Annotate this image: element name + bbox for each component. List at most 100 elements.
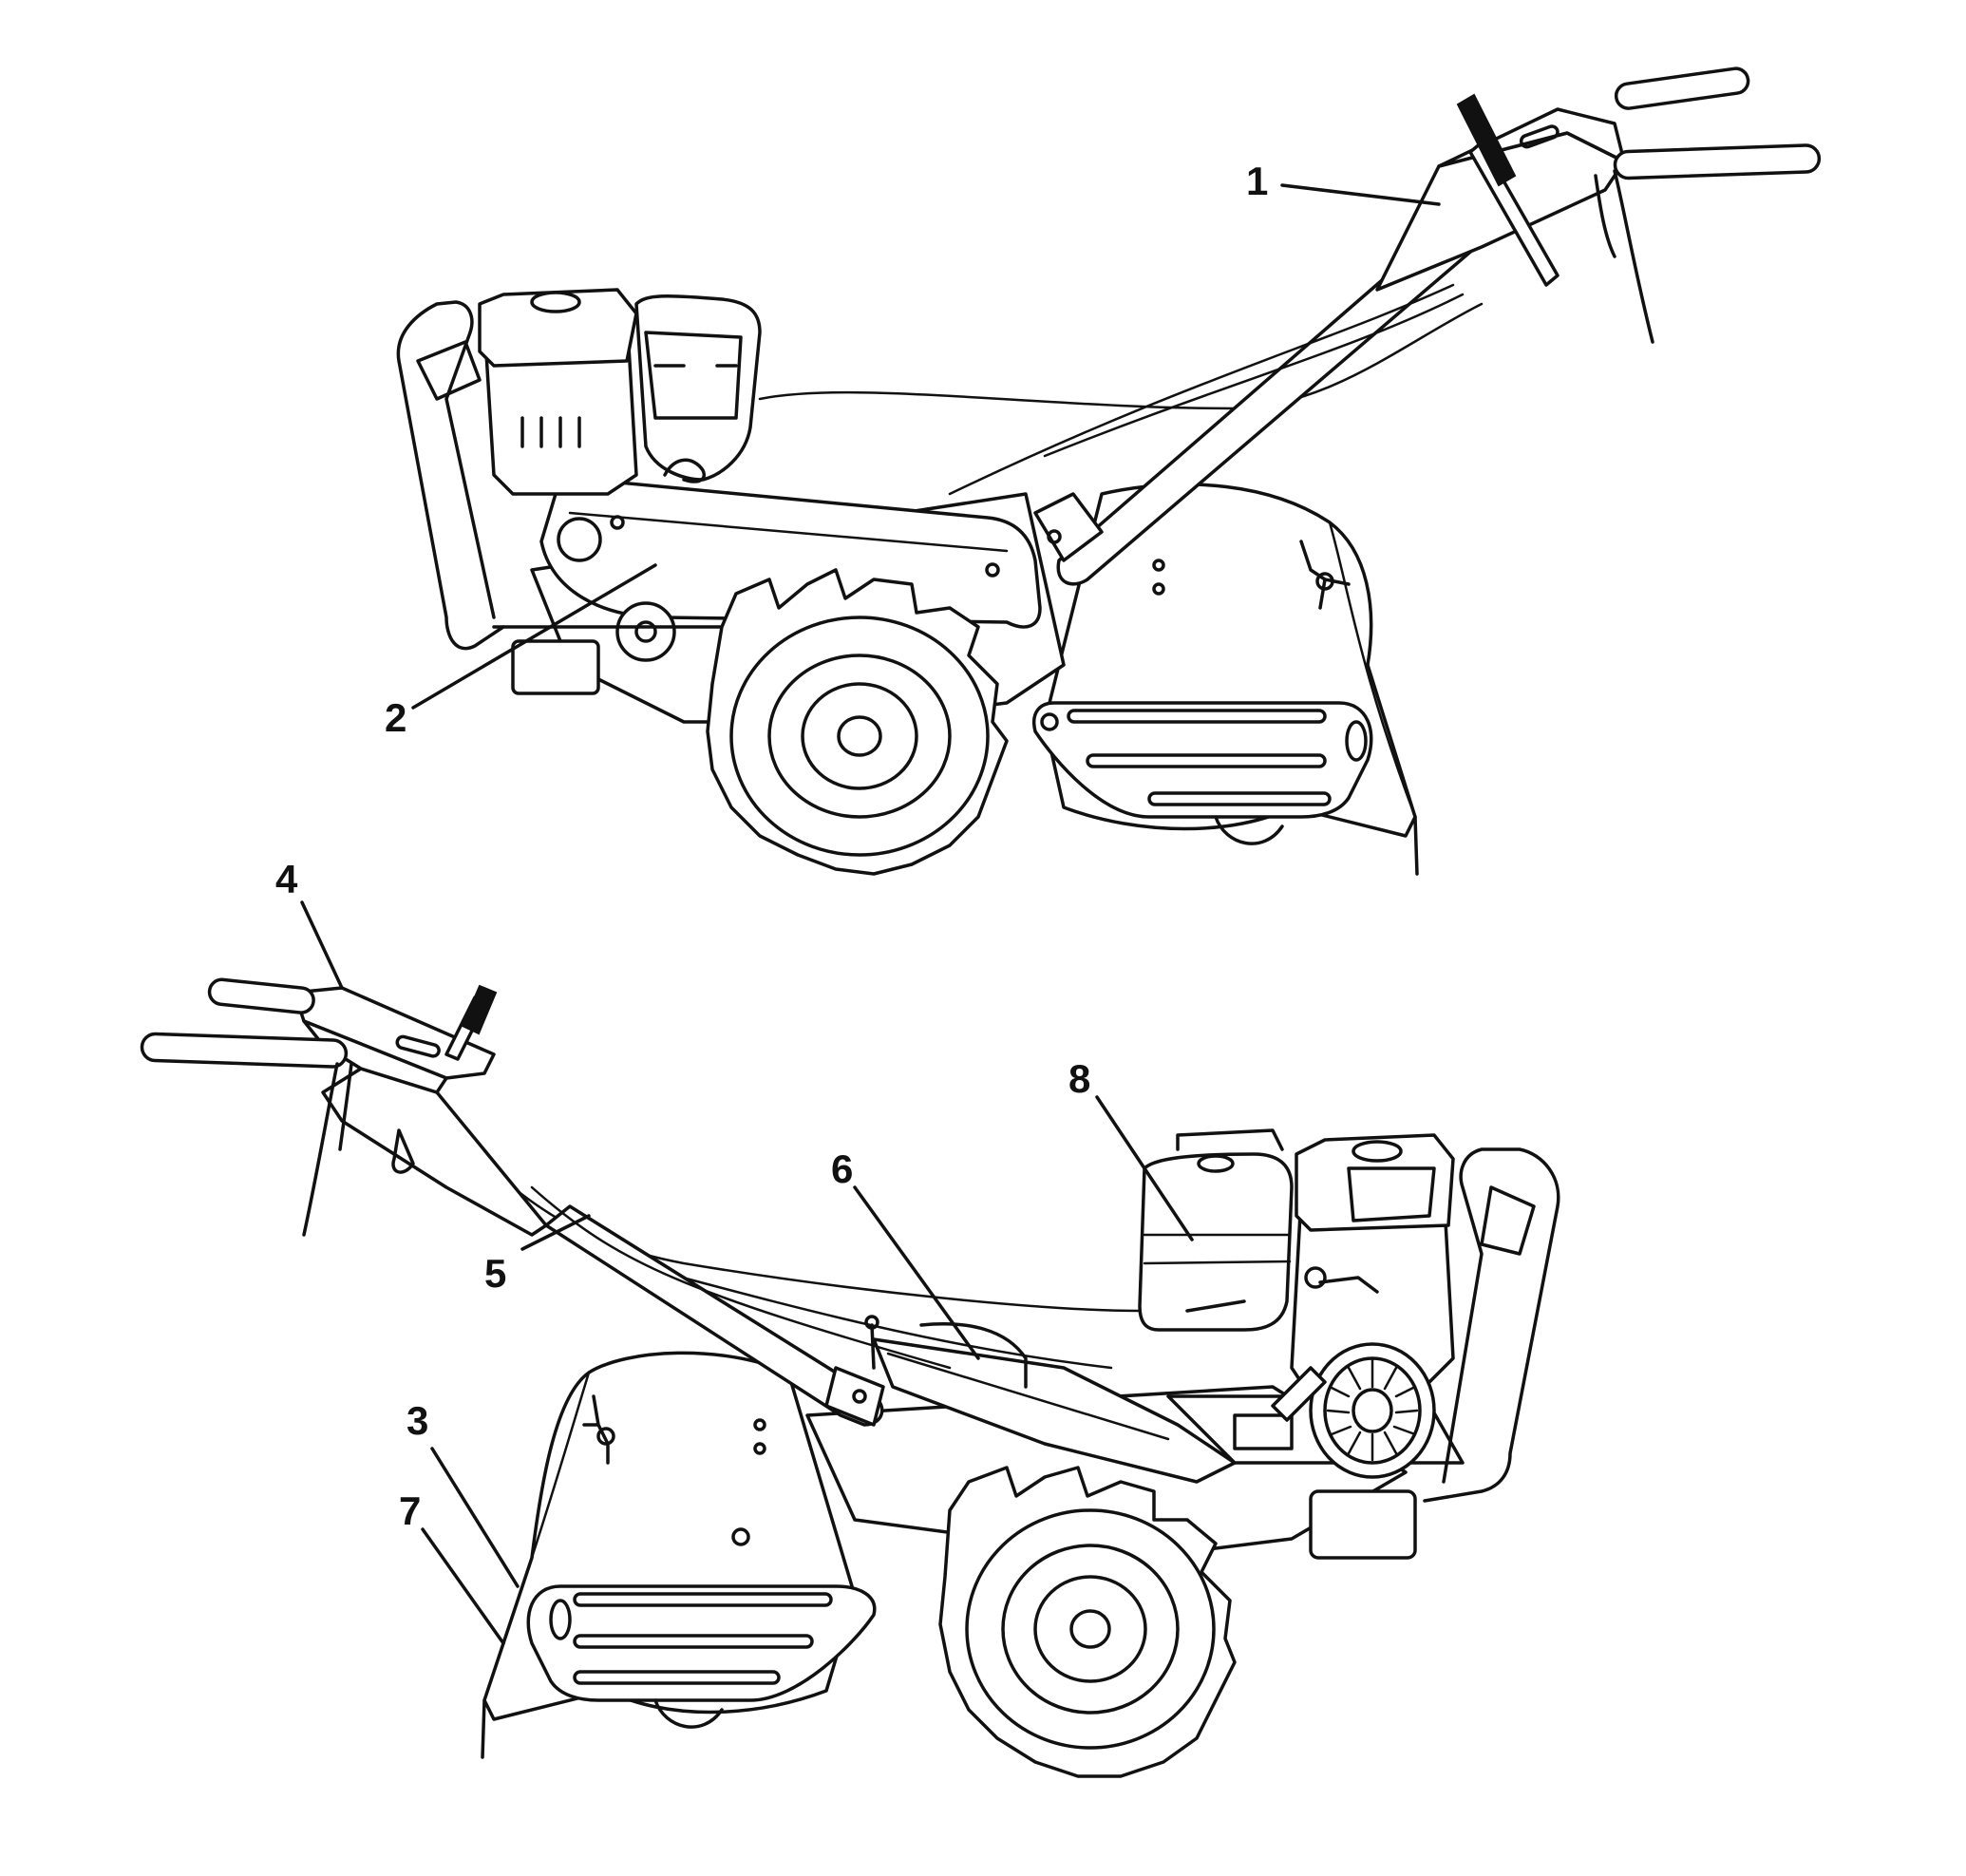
hood-latch-top: [1299, 540, 1351, 610]
leader-3: [430, 1447, 520, 1588]
depth-bar-top: [1413, 815, 1419, 876]
engine-mount-bottom: [1233, 1413, 1294, 1450]
belt-pulley-hub-top: [634, 620, 657, 643]
grip-lower-top: [1613, 143, 1822, 180]
callout-5: 5: [484, 1251, 506, 1296]
callout-4: 4: [275, 857, 298, 901]
leader-7: [421, 1527, 505, 1645]
handle-tube-lower-top: [1056, 217, 1484, 586]
grip-upper-top: [1614, 66, 1750, 110]
handle-bracket-bolt-top: [1047, 529, 1062, 544]
hood-dot1-bottom: [753, 1418, 766, 1431]
belt-cover-line-bottom: [886, 1352, 1170, 1441]
shift-knob-top: [1456, 93, 1517, 187]
engine-top-cover-bottom: [1295, 1133, 1455, 1232]
fuel-tank-bottom: [1138, 1152, 1294, 1332]
hood-latch-pin-top: [1315, 572, 1334, 591]
callout-3: 3: [406, 1398, 428, 1443]
lower-housing-top: [511, 639, 600, 695]
control-cable2-bottom: [663, 1271, 1113, 1370]
handle-cable-bottom: [530, 1185, 952, 1370]
bail-lever-top: [1594, 169, 1654, 344]
side-shield-top: [1032, 701, 1373, 819]
shift-knob-bottom: [461, 984, 498, 1035]
callout-1: 1: [1246, 159, 1268, 203]
recoil-starter-hub-bottom: [1352, 1388, 1393, 1433]
rim-inner-bottom: [1033, 1575, 1147, 1683]
tine-hood-edge-top: [1328, 521, 1417, 819]
grip-upper-bottom: [207, 977, 315, 1014]
shield-slot-1-top: [1067, 709, 1327, 724]
rim-inner-top: [801, 682, 918, 790]
fuel-tank-top: [634, 294, 762, 482]
fuel-tank-inset-top: [644, 331, 743, 420]
rear-wheel-arc-bottom: [653, 1698, 724, 1729]
shield-slot-2-bottom: [573, 1634, 814, 1649]
shield-bolt-top: [1040, 712, 1059, 731]
hood-dot1-top: [1152, 559, 1165, 572]
control-pin-head-bottom: [864, 1315, 879, 1330]
choke-lever-bottom: [1271, 1366, 1327, 1422]
tine-hood-edge-bottom: [482, 1371, 591, 1702]
handle-cable-top: [948, 283, 1455, 496]
engine-top-cover-top: [478, 288, 638, 368]
hub-bottom: [1069, 1609, 1111, 1649]
callout-7: 7: [399, 1488, 421, 1533]
depth-bar-bottom: [481, 1698, 486, 1759]
shield-slot-1-bottom: [573, 1592, 833, 1607]
handle-lever-knob-bottom: [391, 1128, 415, 1174]
leader-6: [853, 1185, 980, 1360]
rear-guard-bottom: [1423, 1147, 1560, 1503]
handlebar-top: [948, 66, 1822, 586]
front-guard-top: [396, 300, 505, 651]
leader-2: [411, 563, 657, 710]
handle-cable2-top: [1043, 293, 1465, 458]
fuel-tank-band-bottom: [1143, 1233, 1292, 1265]
shift-slot-bottom: [395, 1034, 441, 1058]
tiller-bottom-view: [140, 977, 1560, 1778]
shield-bolt-bottom: [731, 1527, 750, 1546]
shift-slot-top: [1519, 124, 1560, 149]
handle-column-bottom: [321, 1067, 548, 1237]
leader-8: [1095, 1095, 1194, 1241]
hood-dot2-top: [1152, 582, 1165, 596]
hood-latch-bottom: [582, 1394, 610, 1465]
hood-dot2-bottom: [753, 1442, 766, 1455]
leader-1: [1280, 183, 1441, 206]
recoil-handle-top: [663, 458, 706, 483]
front-guard-inner-top: [416, 340, 482, 401]
recoil-starter-fins-bottom: [1326, 1358, 1419, 1462]
callout-8: 8: [1068, 1056, 1090, 1101]
callout-2: 2: [385, 695, 406, 740]
handle-bracket-top: [1033, 492, 1104, 562]
bail-lever-bottom: [302, 1062, 353, 1237]
control-cable-top: [758, 302, 1484, 410]
rim-outer-bottom: [1001, 1544, 1180, 1715]
rear-guard-inner-bottom: [1480, 1185, 1536, 1256]
shift-lever-top: [1468, 141, 1560, 287]
engine-cover-inset-bottom: [1347, 1166, 1436, 1222]
hood-latch-pin-bottom: [596, 1427, 615, 1446]
tire-top: [729, 616, 990, 857]
wheel-top: [706, 568, 1009, 876]
throttle-link-bottom: [1185, 1276, 1379, 1313]
lower-housing-bottom: [1309, 1489, 1417, 1560]
shield-slot-3-top: [1147, 791, 1332, 806]
shield-slot-3-bottom: [573, 1670, 781, 1685]
leader-4: [300, 900, 344, 990]
shield-knob-top: [1345, 720, 1368, 762]
chain-case-bolt-top: [610, 515, 625, 530]
chain-case-inner-top: [568, 511, 1009, 553]
tiller-top-view: [396, 66, 1822, 876]
leader-5: [520, 1214, 591, 1251]
rear-wheel-arc-top: [1214, 815, 1284, 845]
oil-cap-bottom: [1352, 1140, 1403, 1163]
wheel-bottom: [938, 1466, 1237, 1778]
shield-knob-bottom: [549, 1599, 572, 1640]
callout-labels: 1 2 3 4 5 6 7 8: [275, 159, 1268, 1533]
callout-6: 6: [831, 1146, 853, 1191]
fuel-tank-handle-bottom: [1176, 1128, 1284, 1151]
callout-leaders: [300, 183, 1441, 1645]
hub-top: [837, 715, 882, 757]
